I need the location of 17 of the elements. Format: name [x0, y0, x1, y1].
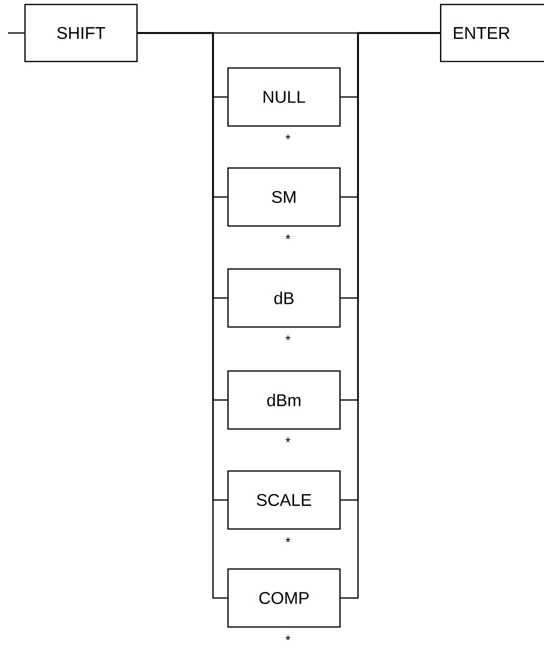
key-box: SM	[227, 167, 341, 227]
connector-line	[138, 32, 228, 599]
connector-line	[340, 32, 440, 599]
key-box: ENTER	[440, 4, 544, 62]
key-box: COMP	[227, 568, 341, 628]
key-box: dB	[227, 268, 341, 328]
key-box: SCALE	[227, 470, 341, 530]
key-box: NULL	[227, 67, 341, 127]
key-box: SHIFT	[24, 4, 138, 62]
asterisk-mark: *	[286, 538, 290, 542]
asterisk-mark: *	[286, 336, 290, 340]
key-box: dBm	[227, 370, 341, 430]
asterisk-mark: *	[286, 134, 290, 140]
asterisk-mark: *	[286, 438, 290, 442]
asterisk-mark: *	[286, 636, 290, 640]
asterisk-mark: *	[286, 234, 290, 240]
connector-line	[8, 32, 24, 34]
